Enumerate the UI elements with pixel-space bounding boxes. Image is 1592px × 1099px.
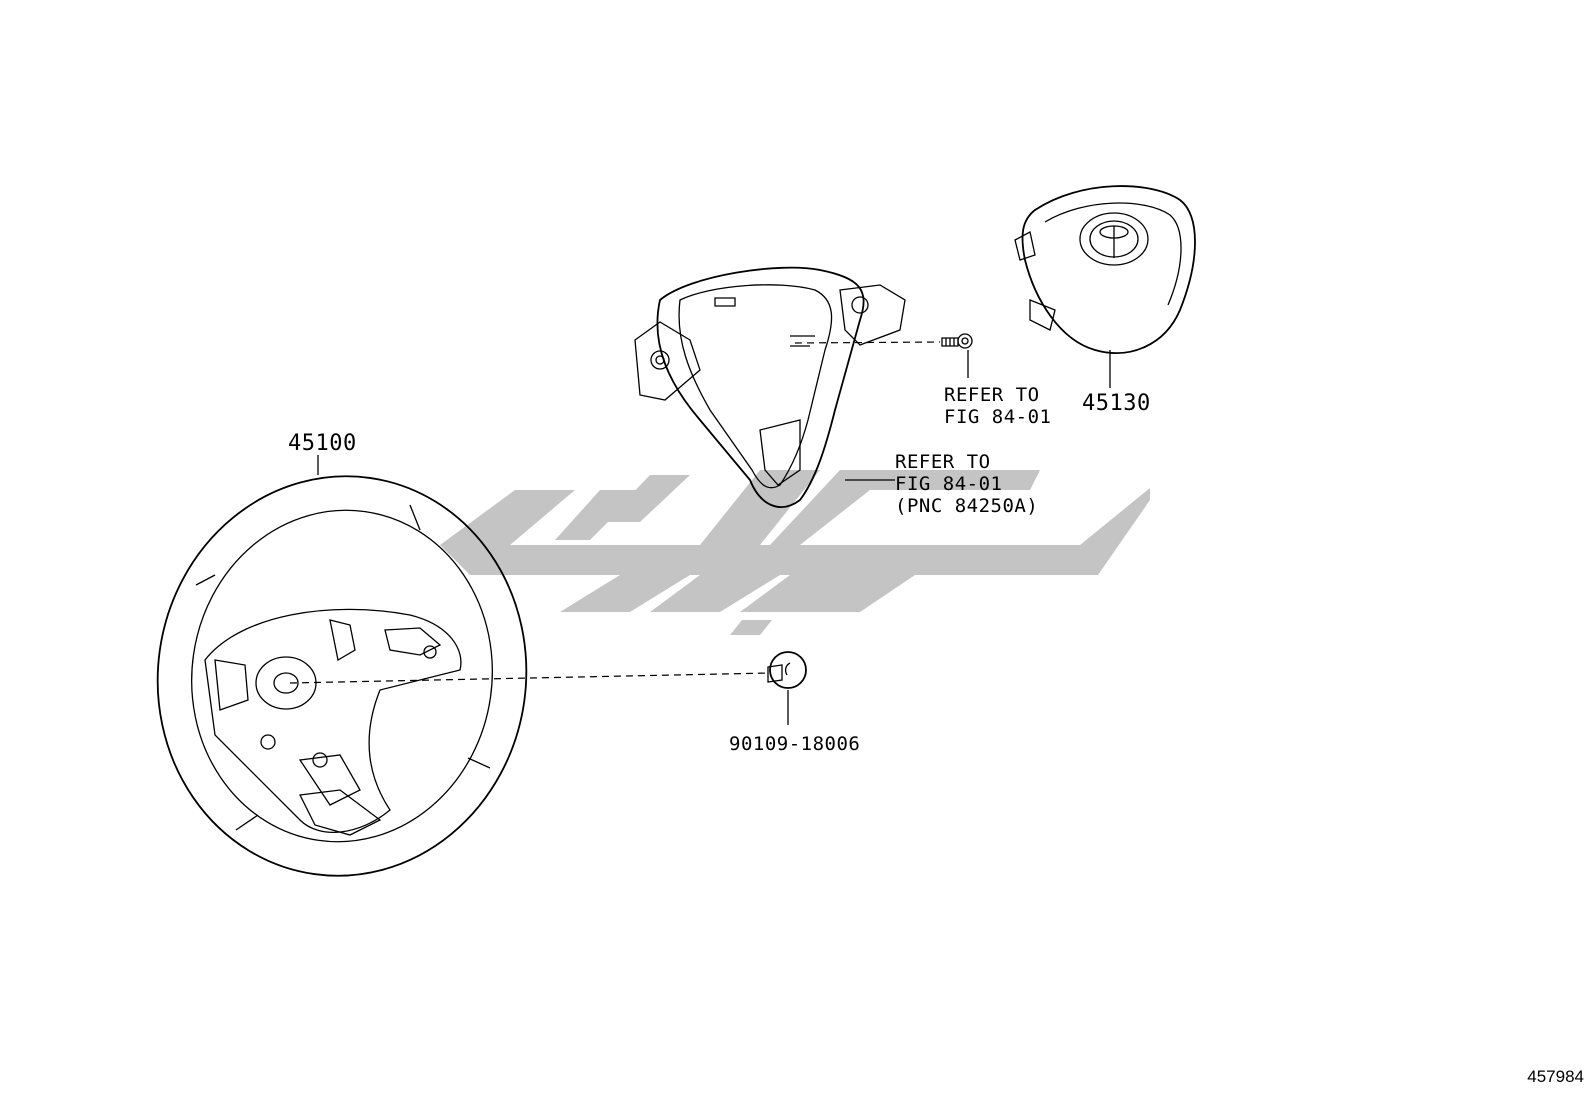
reference-screw-line1: REFER TO	[944, 384, 1040, 406]
steering-wheel-drawing	[156, 475, 528, 877]
nut-drawing	[767, 651, 807, 689]
airbag-pad-drawing	[1014, 185, 1196, 354]
part-number-45100[interactable]: 45100	[288, 431, 357, 456]
figure-id: 457984	[1527, 1067, 1584, 1086]
reference-bezel-line2[interactable]: FIG 84-01	[895, 473, 1003, 495]
part-number-45130[interactable]: 45130	[1082, 391, 1151, 416]
reference-screw-line2[interactable]: FIG 84-01	[944, 406, 1052, 428]
leader-lines	[289, 341, 1111, 725]
switch-bezel-drawing	[634, 266, 906, 508]
reference-bezel-line1: REFER TO	[895, 451, 991, 473]
part-number-90109-18006[interactable]: 90109-18006	[729, 733, 861, 755]
reference-bezel-line3[interactable]: (PNC 84250A)	[895, 495, 1039, 517]
watermark-logo	[440, 470, 1150, 635]
screw-drawing	[941, 333, 973, 349]
